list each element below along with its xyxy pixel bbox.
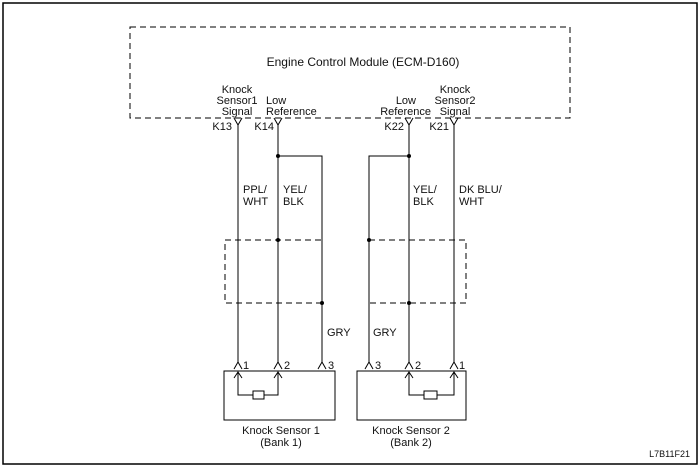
- svg-text:Signal: Signal: [222, 106, 253, 118]
- svg-text:Reference: Reference: [266, 106, 317, 118]
- sensor-1-body: [223, 370, 336, 421]
- svg-text:WHT: WHT: [243, 196, 268, 208]
- pin-k13: K13: [212, 121, 232, 133]
- pin-label-k22: Low Reference: [380, 95, 431, 118]
- ecm-box: [129, 26, 571, 119]
- pin-label-k13: Knock Sensor1 Signal: [217, 84, 258, 118]
- connector-k22-symbol: [404, 117, 414, 127]
- svg-text:1: 1: [243, 360, 249, 372]
- ecm-title: Engine Control Module (ECM-D160): [267, 55, 460, 69]
- splice-dot: [276, 154, 280, 158]
- svg-text:Low: Low: [266, 95, 286, 107]
- sensor-1-bank: (Bank 1): [260, 437, 302, 449]
- svg-text:3: 3: [328, 360, 334, 372]
- splice-dots: [276, 154, 411, 305]
- shield-box-right: [368, 239, 467, 304]
- piezo-element-icon: [233, 371, 283, 400]
- pin-label-k14: Low Reference: [266, 95, 317, 118]
- figure-id: L7B11F21: [649, 449, 690, 459]
- pin-k14: K14: [254, 121, 274, 133]
- sensor-pin-numbers: 1 2 3 3 2 1: [243, 360, 465, 372]
- svg-text:1: 1: [459, 360, 465, 372]
- sensor-2-name: Knock Sensor 2: [372, 425, 450, 437]
- pin-label-k21: Knock Sensor2 Signal: [435, 84, 476, 118]
- wire-color-labels: PPL/ WHT YEL/ BLK YEL/ BLK DK BLU/ WHT G…: [243, 184, 503, 339]
- svg-text:2: 2: [415, 360, 421, 372]
- piezo-element-icon: [404, 371, 459, 400]
- splice-dot: [407, 301, 411, 305]
- svg-text:WHT: WHT: [459, 196, 484, 208]
- svg-text:Knock: Knock: [440, 84, 471, 96]
- svg-text:Low: Low: [396, 95, 416, 107]
- svg-text:GRY: GRY: [327, 327, 351, 339]
- svg-text:DK BLU/: DK BLU/: [459, 184, 503, 196]
- sensor-2-body: [356, 370, 467, 421]
- sensor-connector-symbols: [233, 360, 459, 370]
- svg-text:Signal: Signal: [440, 106, 471, 118]
- connector-k14-symbol: [273, 117, 283, 127]
- sensor-1-name: Knock Sensor 1: [242, 425, 320, 437]
- svg-text:Sensor1: Sensor1: [217, 95, 258, 107]
- svg-text:PPL/: PPL/: [243, 184, 268, 196]
- connector-k21-symbol: [449, 117, 459, 127]
- splice-dot: [407, 154, 411, 158]
- svg-text:GRY: GRY: [373, 327, 397, 339]
- svg-text:YEL/: YEL/: [283, 184, 308, 196]
- sensor-2-bank: (Bank 2): [390, 437, 432, 449]
- knock-sensor-2: [356, 370, 467, 421]
- svg-text:Sensor2: Sensor2: [435, 95, 476, 107]
- connector-k13-symbol: [233, 117, 243, 127]
- svg-text:BLK: BLK: [413, 196, 434, 208]
- svg-text:Knock: Knock: [222, 84, 253, 96]
- wire-gry-right: [368, 155, 409, 362]
- svg-text:Reference: Reference: [380, 106, 431, 118]
- shield-box-left: [224, 239, 323, 304]
- knock-sensor-1: [223, 370, 336, 421]
- svg-text:BLK: BLK: [283, 196, 304, 208]
- pin-k21: K21: [429, 121, 449, 133]
- pin-k22: K22: [384, 121, 404, 133]
- svg-text:3: 3: [375, 360, 381, 372]
- svg-text:2: 2: [284, 360, 290, 372]
- svg-text:YEL/: YEL/: [413, 184, 438, 196]
